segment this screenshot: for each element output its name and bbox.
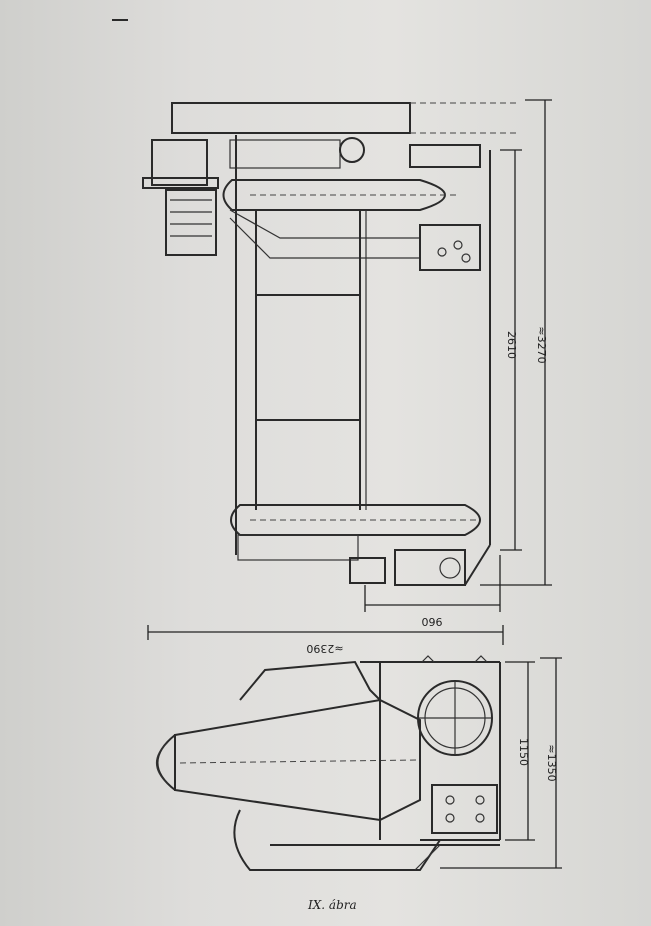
lower-roller — [230, 504, 481, 536]
dim-2390: ≈2390 — [306, 642, 343, 655]
drive-pulley — [339, 137, 365, 163]
figure-caption: IX. ábra — [308, 898, 357, 912]
side-view: ≈2390 1150 — [147, 625, 562, 871]
dim-1350: ≈1350 — [545, 744, 558, 781]
top-view: 2610 ≈3270 960 — [142, 99, 552, 628]
motor — [165, 189, 217, 256]
upper-roller — [222, 179, 446, 211]
inlet — [156, 734, 176, 791]
lower-housing — [233, 809, 441, 871]
side-control-box — [431, 784, 498, 834]
control-panel — [419, 224, 481, 271]
gearbox — [151, 139, 208, 186]
hood — [239, 660, 381, 701]
lower-drive — [349, 557, 386, 584]
dim-960: 960 — [422, 615, 443, 628]
top-rail — [171, 102, 411, 134]
dim-1150: 1150 — [517, 738, 530, 766]
dim-3270: ≈3270 — [535, 326, 548, 363]
dim-2610: 2610 — [505, 331, 518, 359]
control-housing — [409, 144, 481, 168]
